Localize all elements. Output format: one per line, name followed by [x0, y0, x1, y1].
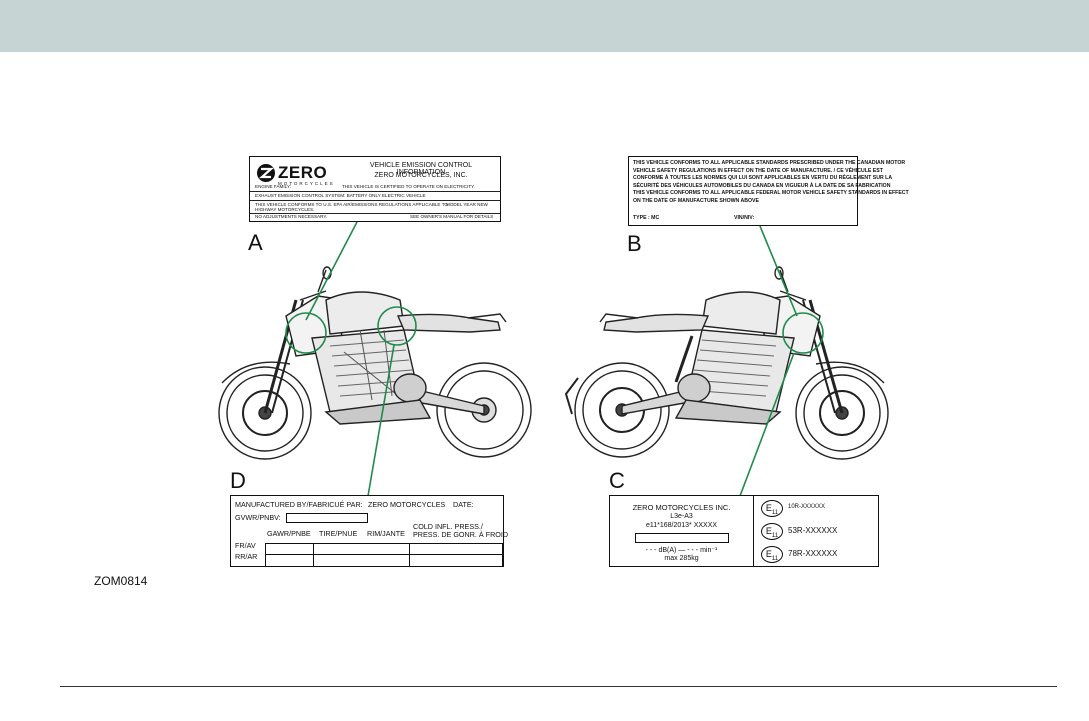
label-a-title: VEHICLE EMISSION CONTROL INFORMATION [369, 162, 473, 176]
epa-conforms: THIS VEHICLE CONFORMS TO U.S. EPA AIR/EM… [255, 202, 448, 207]
highlight-circle-b [782, 312, 824, 354]
label-b-line: THIS VEHICLE CONFORMS TO ALL APPLICABLE … [633, 160, 906, 166]
col-rim: RIM/JANTE [367, 529, 405, 538]
header-band [0, 0, 1089, 52]
date-field: DATE: [453, 500, 474, 509]
footer-rule [60, 686, 1057, 687]
model-year: MODEL YEAR NEW [446, 202, 488, 207]
tire-data-grid [265, 543, 503, 566]
col-gawr: GAWR/PNBE [267, 529, 311, 538]
col-tire: TIRE/PNUE [319, 529, 358, 538]
row-front: FR/AV [235, 541, 256, 550]
divider [753, 496, 754, 566]
motorcycle-left-view [218, 266, 532, 460]
label-a-company: ZERO MOTORCYCLES, INC. [374, 172, 468, 179]
col-press-fr: PRESS. DE GONR. À FROID [413, 530, 509, 539]
callout-d: D [230, 468, 246, 493]
leader-line-d [367, 344, 395, 497]
see-manual: SEE OWNER'S MANUAL FOR DETAILS [410, 214, 494, 219]
label-b-line: SÉCURITÉ DES VÉHICULES AUTOMOBILES DU CA… [633, 182, 891, 189]
rear-wheel [436, 362, 532, 458]
e-mark-code: 10R-XXXXXX [788, 504, 826, 510]
gvwr-label: GVWR/PNBV: [235, 513, 281, 522]
callout-c: C [609, 468, 625, 493]
leader-line-c [739, 352, 795, 497]
vehicle-type: TYPE : MC [633, 215, 660, 221]
front-wheel [795, 366, 889, 460]
leader-line-a [305, 221, 358, 321]
e-mark-icon: E11 [761, 546, 783, 563]
e-mark-code: 78R-XXXXXX [788, 549, 838, 558]
front-wheel [218, 366, 312, 460]
figure-id: ZOM0814 [94, 574, 148, 588]
certified-text: THIS VEHICLE IS CERTIFIED TO OPERATE ON … [342, 184, 475, 189]
motorcycle-right-view [564, 266, 889, 460]
emission-control-label: ZERO MOTORCYCLES VEHICLE EMISSION CONTRO… [249, 156, 501, 222]
highlight-circle-a [285, 312, 327, 354]
approval-number: e11*168/2013* XXXXX [645, 522, 718, 529]
e-mark-icon: E11 [761, 500, 783, 517]
brand-wordmark: ZERO [278, 163, 328, 182]
divider [250, 213, 500, 214]
manufacturer-name: ZERO MOTORCYCLES [368, 500, 446, 509]
noise-level: - - - dB(A) — - - - min⁻¹ [645, 547, 718, 554]
divider [250, 200, 500, 201]
company-name: ZERO MOTORCYCLES INC. [632, 503, 731, 512]
callout-b: B [627, 231, 642, 256]
no-adjustments: NO ADJUSTMENTS NECESSARY. [255, 214, 328, 219]
e-mark-icon: E11 [761, 523, 783, 540]
label-b-line: ON THE DATE OF MANUFACTURE SHOWN ABOVE [633, 197, 759, 204]
gvwr-value-box [286, 513, 368, 523]
leader-line-b [759, 225, 798, 317]
rear-wheel [574, 362, 670, 458]
divider [250, 191, 500, 192]
label-b-line: VEHICLE SAFETY REGULATIONS IN EFFECT ON … [633, 167, 883, 174]
zero-logo: ZERO MOTORCYCLES [256, 161, 334, 191]
highlight-circle-d [377, 306, 417, 346]
max-mass: max 285kg [664, 555, 699, 562]
col-press-en: COLD INFL. PRESS./ [413, 522, 483, 531]
callout-a: A [248, 230, 263, 255]
vin-box [635, 533, 729, 543]
manufactured-by: MANUFACTURED BY/FABRICUÉ PAR: [235, 500, 363, 509]
row-rear: RR/AR [235, 552, 258, 561]
engine-family: ENGINE FAMILY: [255, 184, 291, 189]
e-mark-code: 53R-XXXXXX [788, 526, 838, 535]
exhaust-system: EXHAUST EMISSION CONTROL SYSTEM: BATTERY… [255, 193, 426, 198]
epa-conforms-2: HIGHWAY MOTORCYCLES. [255, 207, 315, 212]
safety-standards-label: THIS VEHICLE CONFORMS TO ALL APPLICABLE … [628, 156, 909, 226]
zero-logo-icon [257, 164, 275, 182]
label-b-line: CONFORME À TOUTES LES NORMES QUI LUI SON… [633, 175, 893, 182]
vin-field: VIN/NIV: [734, 215, 755, 221]
brand-subtitle: MOTORCYCLES [278, 181, 335, 186]
eu-type-approval-label: ZERO MOTORCYCLES INC. L3e-A3 e11*168/201… [609, 495, 879, 567]
vehicle-category: L3e-A3 [670, 513, 693, 520]
tire-information-label: MANUFACTURED BY/FABRICUÉ PAR: ZERO MOTOR… [230, 495, 508, 567]
label-b-line: THIS VEHICLE CONFORMS TO ALL APPLICABLE … [633, 190, 909, 197]
leader-lines [285, 221, 824, 497]
